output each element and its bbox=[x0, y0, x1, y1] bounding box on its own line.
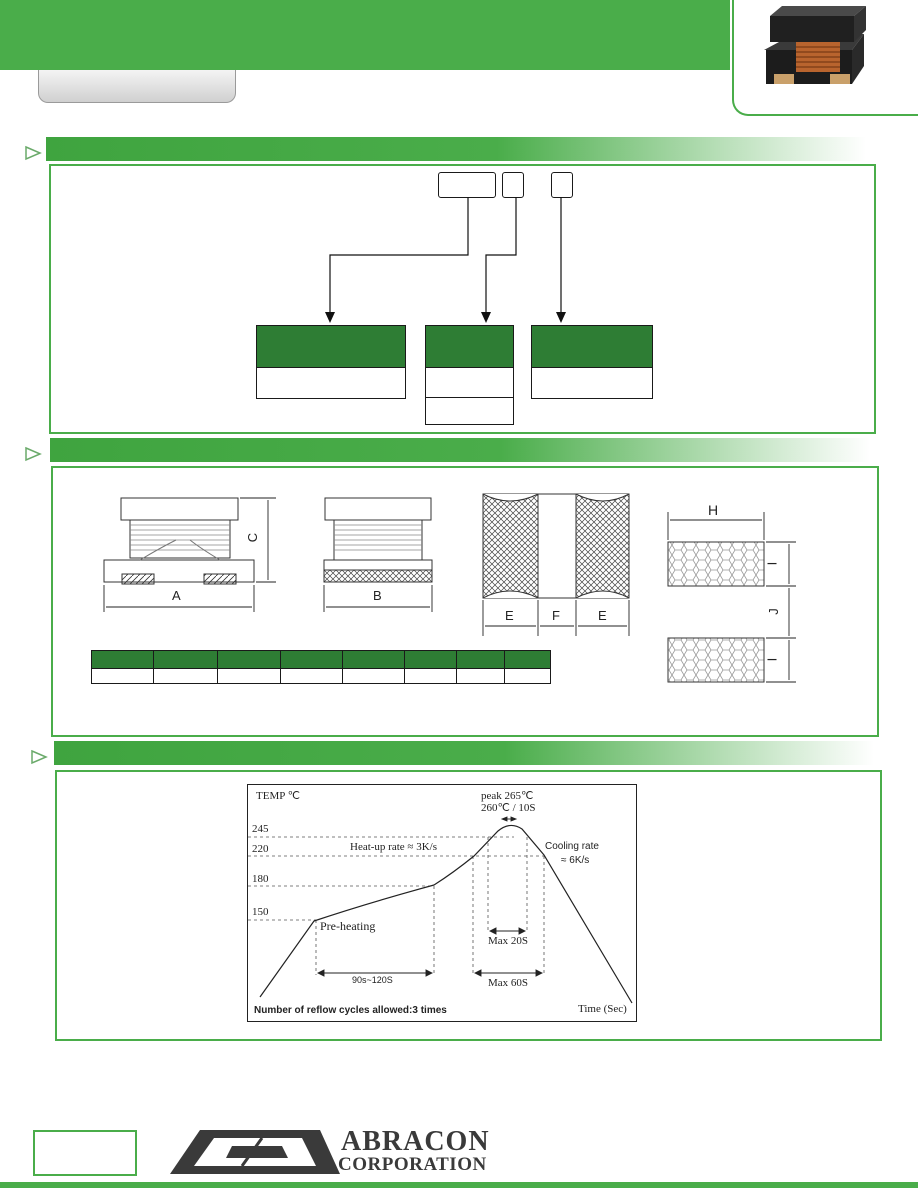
section-arrow-icon bbox=[25, 446, 42, 462]
brand-name-line2: CORPORATION bbox=[338, 1154, 487, 1175]
dimension-table-header bbox=[90, 650, 552, 669]
dim-label-h: H bbox=[708, 502, 719, 518]
section-arrow-icon bbox=[31, 749, 48, 765]
dim-label-e2: E bbox=[598, 608, 607, 623]
code-value-cell-2 bbox=[425, 397, 514, 425]
series-value-cell bbox=[256, 367, 406, 399]
reflow-max60-label: Max 60S bbox=[488, 977, 529, 989]
reflow-tick-220: 220 bbox=[252, 843, 269, 855]
dim-label-a: A bbox=[172, 588, 181, 603]
reflow-profile-graph bbox=[248, 816, 633, 1004]
dim-label-i1: I bbox=[764, 561, 780, 566]
reflow-temp-label: TEMP ℃ bbox=[256, 790, 301, 802]
reflow-peak-line1: peak 265℃ bbox=[481, 790, 534, 802]
reflow-cooling-line2: ≈ 6K/s bbox=[561, 855, 590, 866]
pn-series-box bbox=[438, 172, 496, 198]
brand-name-line1: ABRACON bbox=[341, 1126, 490, 1157]
dim-label-b: B bbox=[373, 588, 382, 603]
pn-tolerance-box bbox=[551, 172, 573, 198]
dim-label-j: J bbox=[765, 608, 781, 615]
abracon-logo-icon bbox=[170, 1130, 340, 1174]
section-header-reflow bbox=[54, 741, 874, 765]
page-number-box bbox=[33, 1130, 137, 1176]
product-photo-frame bbox=[732, 0, 918, 116]
reflow-heatup-label: Heat-up rate ≈ 3K/s bbox=[350, 841, 437, 853]
reflow-max20-label: Max 20S bbox=[488, 935, 529, 947]
section-header-dimensions bbox=[50, 438, 870, 462]
reflow-peak-line2: 260℃ / 10S bbox=[481, 802, 536, 814]
dim-label-e1: E bbox=[505, 608, 514, 623]
reflow-cycles-note: Number of reflow cycles allowed:3 times bbox=[254, 1005, 447, 1016]
reflow-tick-150: 150 bbox=[252, 906, 269, 918]
dimension-table bbox=[90, 650, 552, 684]
header-tab bbox=[38, 70, 236, 103]
section-header-part-number bbox=[46, 137, 866, 161]
dim-label-c: C bbox=[245, 532, 261, 543]
reflow-time-label: Time (Sec) bbox=[578, 1003, 627, 1015]
reflow-tick-245: 245 bbox=[252, 823, 269, 835]
pn-code-box bbox=[502, 172, 524, 198]
part-number-connectors bbox=[325, 197, 566, 323]
footer-bar bbox=[0, 1182, 918, 1188]
reflow-preheat-time: 90s~120S bbox=[352, 975, 393, 985]
reflow-cooling-line1: Cooling rate bbox=[545, 841, 599, 852]
dim-label-i2: I bbox=[764, 657, 780, 662]
section-arrow-icon bbox=[25, 145, 42, 161]
dimension-drawings bbox=[103, 493, 796, 683]
dimension-table-row bbox=[90, 668, 552, 684]
code-value-cell-1 bbox=[425, 367, 514, 399]
reflow-preheating-label: Pre-heating bbox=[320, 919, 376, 933]
header-bar bbox=[0, 0, 730, 70]
code-header-cell bbox=[425, 325, 514, 369]
inductor-product-photo bbox=[764, 6, 866, 84]
dim-label-f: F bbox=[552, 608, 560, 623]
reflow-tick-180: 180 bbox=[252, 873, 269, 885]
tolerance-value-cell bbox=[531, 367, 653, 399]
reflow-profile-chart: TEMP ℃ 245 220 180 150 peak 265℃ 260℃ / … bbox=[247, 784, 637, 1022]
